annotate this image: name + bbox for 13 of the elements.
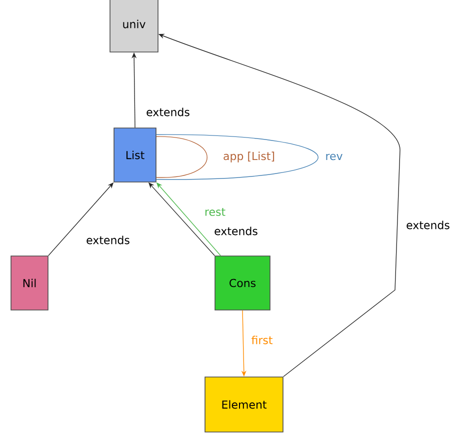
edge-label: extends [405, 220, 451, 230]
edge-label: rest [203, 207, 227, 217]
edge-label: app [List] [222, 150, 276, 164]
class-box: Element [204, 376, 284, 432]
edge-label: extends [213, 226, 259, 236]
edge-label: extends [85, 234, 131, 246]
class-box: Nil [10, 256, 48, 310]
class-box: Cons [214, 256, 270, 310]
class-box: List [114, 128, 156, 182]
edge-label: first [250, 334, 274, 346]
edge-label: rev [324, 152, 344, 162]
class-box: univ [110, 0, 158, 52]
edge-label: extends [145, 106, 191, 118]
